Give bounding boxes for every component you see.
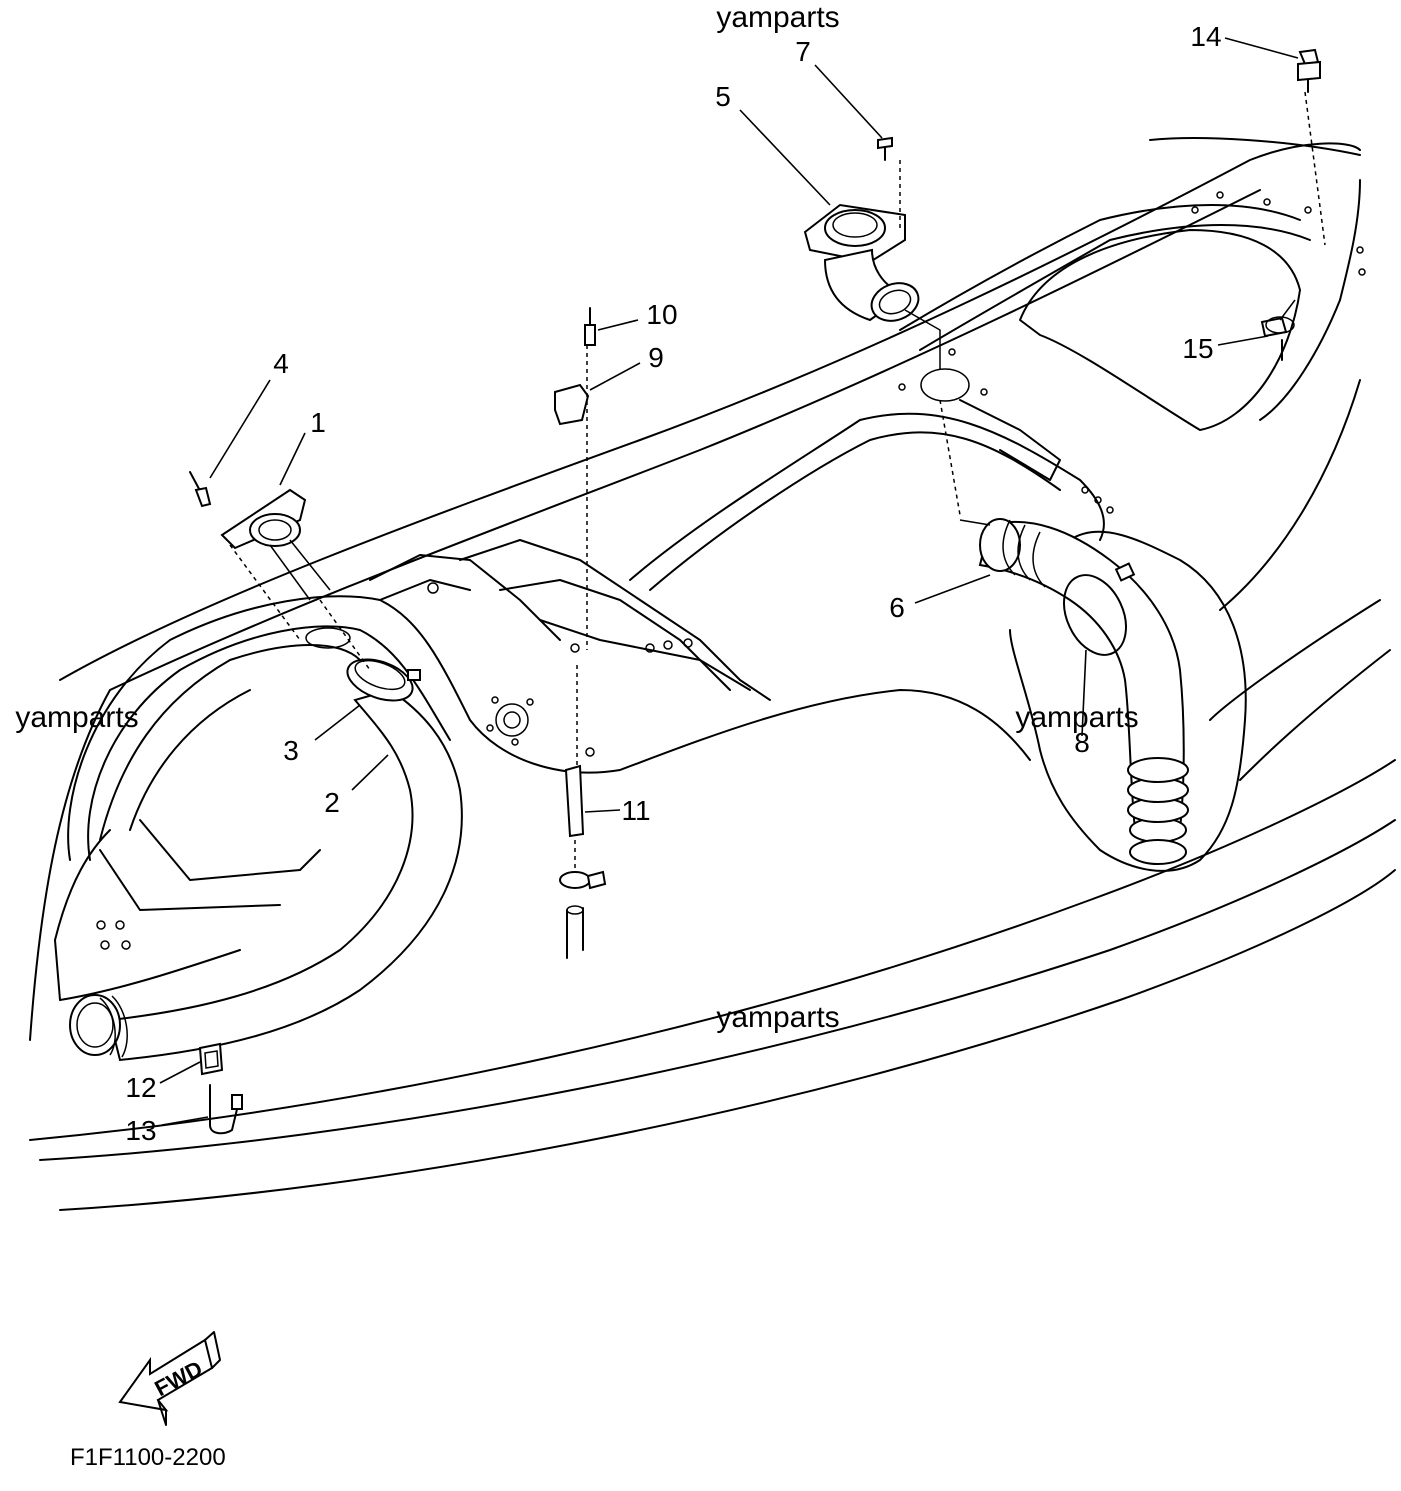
callout-8: 8 (1074, 727, 1090, 758)
callout-4: 4 (273, 348, 289, 379)
callout-2: 2 (324, 787, 340, 818)
exhaust-chamber (1009, 530, 1247, 872)
watermark: yamparts (15, 701, 138, 734)
callout-1: 1 (310, 407, 326, 438)
callout-13: 13 (125, 1115, 156, 1146)
hose-2 (69, 688, 463, 1062)
deck-frame (54, 179, 1361, 1001)
part-11-plug (559, 764, 607, 959)
callout-9: 9 (648, 342, 664, 373)
part-14-15 (1260, 48, 1321, 361)
part-9-clip (554, 383, 590, 426)
fwd-arrow-icon: FWD (118, 1331, 221, 1426)
leader-lines (159, 37, 1299, 1126)
part-8-clamp (1063, 562, 1136, 656)
callout-14: 14 (1190, 21, 1221, 52)
callout-6: 6 (889, 592, 905, 623)
callout-11: 11 (621, 795, 650, 826)
callout-7: 7 (795, 36, 811, 67)
callout-10: 10 (646, 299, 677, 330)
hose-6 (978, 518, 1189, 865)
hull-outline (29, 137, 1396, 1211)
part-7-screw (877, 136, 893, 161)
part-1-fitting (220, 488, 331, 601)
callout-3: 3 (283, 735, 299, 766)
callout-12: 12 (125, 1072, 156, 1103)
part-4-rivet (189, 471, 212, 508)
part-3-grommet (346, 658, 421, 702)
frame-holes (96, 191, 1366, 950)
callout-5: 5 (715, 81, 731, 112)
watermark: yamparts (716, 1001, 839, 1034)
part-10-rivet (584, 307, 596, 346)
callout-15: 15 (1182, 333, 1213, 364)
watermark: yamparts (716, 1, 839, 34)
watermark: yamparts (1015, 701, 1138, 734)
assembly-lines (229, 91, 1326, 872)
part-12-13 (198, 1042, 243, 1135)
diagram-code: F1F1100-2200 (70, 1444, 226, 1471)
part-5-elbow (803, 203, 920, 322)
